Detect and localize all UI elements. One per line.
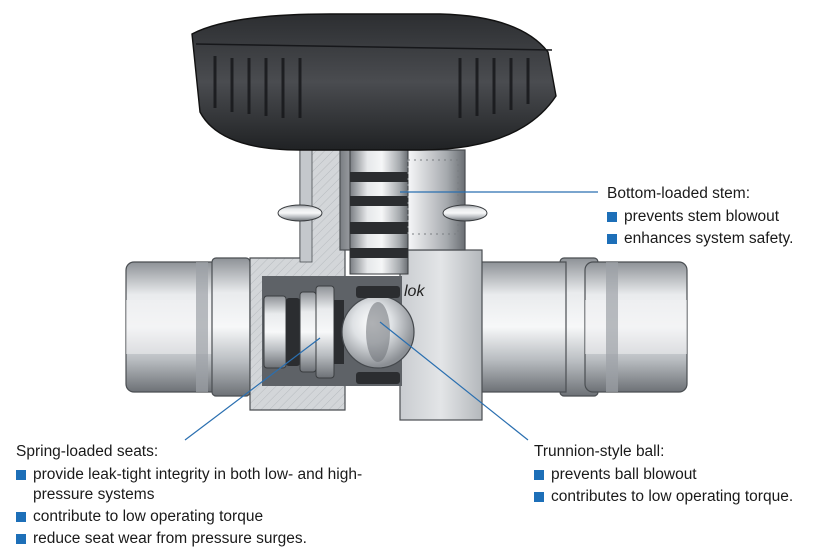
stem-callout-title: Bottom-loaded stem: [607,185,751,202]
square-bullet-icon [607,212,617,222]
list-item: contributes to low operating torque. [534,487,804,507]
seats-callout-list: provide leak-tight integrity in both low… [16,465,406,549]
seats-callout: Spring-loaded seats: provide leak-tight … [16,442,406,551]
list-item: reduce seat wear from pressure surges. [16,529,406,549]
list-item: prevents stem blowout [607,207,819,227]
stem-callout-list: prevents stem blowout enhances system sa… [607,207,819,249]
square-bullet-icon [16,470,26,480]
seats-callout-title: Spring-loaded seats: [16,443,159,460]
square-bullet-icon [534,492,544,502]
ball-callout-title: Trunnion-style ball: [534,443,665,460]
square-bullet-icon [534,470,544,480]
ball-callout-list: prevents ball blowout contributes to low… [534,465,804,507]
list-item: enhances system safety. [607,229,819,249]
right-end-nut [559,257,688,397]
seat-leader-line [184,337,321,441]
spring-loaded-seat [263,285,344,379]
list-item: prevents ball blowout [534,465,804,485]
square-bullet-icon [16,512,26,522]
trunnion-ball [341,286,415,384]
valve-handle [191,13,557,151]
body-marking: lok [404,283,425,300]
right-body-extension [469,261,567,393]
left-end-nut [125,257,251,397]
ball-leader-line [379,321,529,441]
stem-callout: Bottom-loaded stem: prevents stem blowou… [607,184,819,251]
list-item: contribute to low operating torque [16,507,406,527]
list-item: provide leak-tight integrity in both low… [16,465,406,505]
leader-lines [184,191,598,441]
panel-nut [277,204,488,222]
ball-callout: Trunnion-style ball: prevents ball blowo… [534,442,804,509]
square-bullet-icon [16,534,26,544]
square-bullet-icon [607,234,617,244]
bottom-loaded-stem [339,149,466,275]
